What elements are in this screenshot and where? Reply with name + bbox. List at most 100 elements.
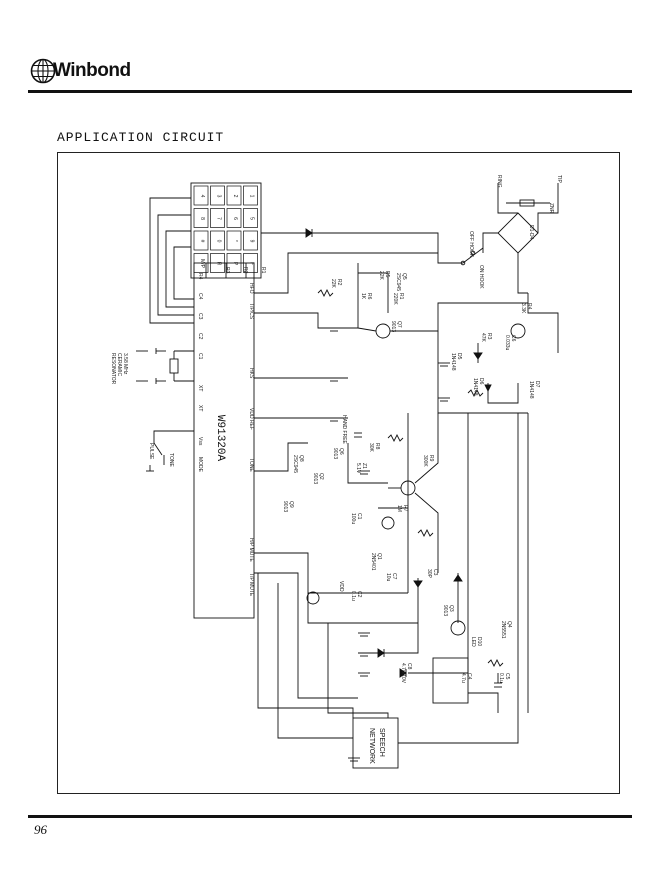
component-value: 4.7u/10V <box>400 663 406 684</box>
vdd-label: VDD <box>338 581 344 592</box>
keypad-key-label: 4 <box>199 195 205 198</box>
on-hook-label: ON HOOK <box>478 265 484 289</box>
ic-pin-label: Vss <box>197 437 203 446</box>
component-value: 9013 <box>282 501 288 512</box>
component-value: 10u <box>385 573 391 582</box>
component-value: 0.1u <box>350 591 356 601</box>
component-value: 1N4148 <box>450 353 456 371</box>
component-value: 0.033u <box>504 335 510 351</box>
component-value: 22K <box>330 279 336 289</box>
keypad-key <box>243 253 258 273</box>
tip-label: TIP <box>556 175 562 183</box>
component-ref: C6 <box>510 335 516 342</box>
speech-network-line-1: SPEECH <box>378 728 385 757</box>
keypad-key <box>226 230 242 251</box>
component-value: 3.3K <box>520 303 526 314</box>
component-value: 220K <box>392 293 398 305</box>
footer-rule <box>28 815 632 818</box>
ic-pin-label: R2 <box>242 267 248 274</box>
keypad-key-label: 2 <box>232 195 238 198</box>
component-value: 5.1V <box>355 463 361 474</box>
component-ref: R4 <box>526 303 532 310</box>
keypad-key <box>193 185 209 206</box>
ic-pin-label: VDD REF <box>248 408 254 430</box>
keypad-key <box>226 253 242 273</box>
component-ref: D5 <box>456 353 462 360</box>
component-value: 2N5551 <box>500 621 506 639</box>
component-ref: Q5 <box>401 273 407 280</box>
component-value: 9013 <box>332 448 338 459</box>
ic-pin-label: C3 <box>197 313 203 320</box>
keypad-key <box>210 185 225 206</box>
pulse-label: PULSE <box>148 443 154 460</box>
keypad-key-label: P <box>232 262 238 266</box>
ic-pin-label: XT <box>197 385 203 391</box>
component-value: 30K <box>368 443 374 453</box>
keypad-key-label: * <box>232 240 238 242</box>
hand-free-label: HAND FREE <box>341 415 347 445</box>
keypad-key-label: 1 <box>249 195 255 198</box>
component-ref: Q2 <box>318 473 324 480</box>
globe-logo-icon <box>30 58 56 84</box>
component-value: 4.7u <box>460 673 466 683</box>
component-ref: D6 <box>478 378 484 385</box>
keypad-key-label: # <box>199 240 205 243</box>
component-ref: Z1 <box>361 463 367 469</box>
ic-pin-label: T/P MUTE <box>248 573 254 597</box>
component-ref: Q9 <box>288 501 294 508</box>
component-value: 1K <box>360 293 366 300</box>
ic-pin-label: R4 <box>197 273 203 280</box>
keypad-key-label: F <box>249 262 255 265</box>
keypad-key <box>193 253 209 273</box>
ic-pin-label: HFO <box>248 283 254 294</box>
keypad-key-label: 8 <box>199 217 205 220</box>
ic-pin-label: C2 <box>197 333 203 340</box>
component-ref: R1 <box>398 293 404 300</box>
component-value: 1N4148 <box>528 381 534 399</box>
component-value: 47K <box>480 333 486 343</box>
component-value: 2SC945 <box>395 273 401 291</box>
component-ref: R3 <box>486 333 492 340</box>
keypad-key <box>226 208 242 228</box>
component-value: 100u <box>350 513 356 524</box>
ic-pin-label: T/P/CS <box>248 303 254 320</box>
header-rule <box>28 90 632 93</box>
brand-logo: Winbond <box>30 58 131 84</box>
keypad-key <box>210 253 225 273</box>
ic-pin-label: C1 <box>197 353 203 360</box>
crystal-label-line: CERAMIC <box>116 353 122 376</box>
component-value: 9013 <box>442 605 448 616</box>
component-value: 22K <box>378 271 384 281</box>
ic-pin-label: XT <box>197 405 203 411</box>
keypad-key-label: 9 <box>249 240 255 243</box>
component-ref: R7 <box>402 505 408 512</box>
keypad-key-label: R <box>216 262 222 266</box>
crystal <box>169 358 179 374</box>
speech-ic <box>432 657 469 704</box>
component-ref: C7 <box>391 573 397 580</box>
keypad-key <box>226 185 242 206</box>
keypad-key-label: 3 <box>216 195 222 198</box>
component-ref: Q1 <box>376 553 382 560</box>
component-ref: D7 <box>534 381 540 388</box>
component-ref: R2 <box>336 279 342 286</box>
ic-pin-label: HKS <box>248 368 254 379</box>
component-ref: R8 <box>374 443 380 450</box>
component-ref: C3 <box>432 569 438 576</box>
ring-label: RING <box>496 175 502 188</box>
keypad-key-label: 5 <box>249 217 255 220</box>
component-value: 1N4148 <box>472 378 478 396</box>
component-ref: Q3 <box>448 605 454 612</box>
speech-network-line-2: NETWORK <box>368 728 375 764</box>
ground-symbols <box>136 212 510 762</box>
component-ref: Q8 <box>298 455 304 462</box>
keypad-key-label: M/P <box>199 259 205 269</box>
component-ref: ZNR <box>548 203 554 214</box>
